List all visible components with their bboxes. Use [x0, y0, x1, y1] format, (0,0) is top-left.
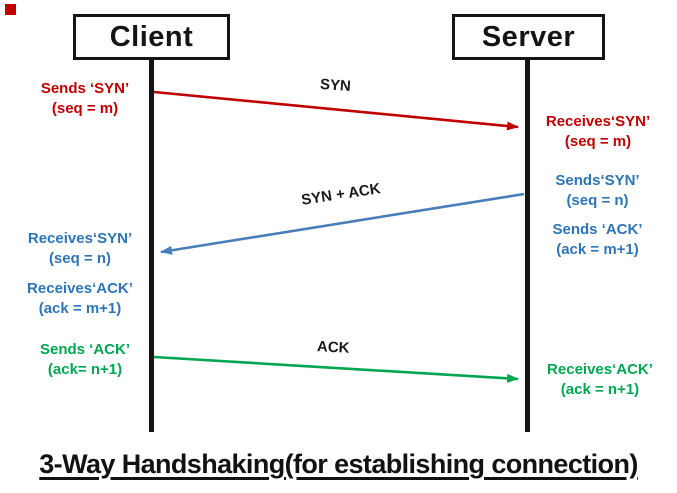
note-line: (seq = n) [566, 192, 629, 209]
syn-arrow [153, 90, 519, 131]
red-square-marker [5, 4, 16, 15]
note-line: Sends‘SYN’ [555, 172, 640, 189]
syn-ack-arrow [160, 192, 525, 255]
note-line: Sends ‘SYN’ [40, 80, 130, 97]
note-line: Sends ‘ACK’ [39, 341, 130, 358]
note-line: Receives‘ACK’ [27, 280, 133, 297]
note-line: Receives‘SYN’ [545, 113, 651, 130]
server-actor-box: Server [452, 14, 605, 60]
note-line: (seq = n) [48, 250, 112, 267]
note-line: (ack = m+1) [38, 300, 122, 317]
server-receives-ack-note: Receives‘ACK’ (ack = n+1) [535, 360, 665, 400]
note-line: (seq = m) [564, 133, 632, 150]
note-line: Receives‘SYN’ [27, 230, 133, 247]
server-sends-syn-note: Sends‘SYN’ (seq = n) [540, 171, 655, 211]
note-line: (ack = m+1) [556, 241, 639, 258]
ack-arrow-label: ACK [316, 338, 350, 357]
server-actor-label: Server [481, 20, 576, 53]
note-line: Receives‘ACK’ [547, 361, 653, 378]
client-receives-ack-note: Receives‘ACK’ (ack = m+1) [10, 279, 150, 319]
server-sends-ack-note: Sends ‘ACK’ (ack = m+1) [540, 220, 655, 260]
server-receives-syn-note: Receives‘SYN’ (seq = m) [538, 112, 658, 152]
client-sends-syn-note: Sends ‘SYN’ (seq = m) [25, 79, 145, 119]
note-line: Sends ‘ACK’ [552, 221, 643, 238]
client-receives-syn-note: Receives‘SYN’ (seq = n) [10, 229, 150, 269]
diagram-title: 3-Way Handshaking(for establishing conne… [39, 449, 638, 479]
client-actor-box: Client [73, 14, 230, 60]
note-line: (ack= n+1) [47, 361, 123, 378]
syn-arrow-label: SYN [319, 75, 352, 96]
note-line: (seq = m) [51, 100, 119, 117]
client-actor-label: Client [109, 20, 194, 53]
note-line: (ack = n+1) [560, 381, 640, 398]
client-sends-ack-note: Sends ‘ACK’ (ack= n+1) [20, 340, 150, 380]
ack-arrow [153, 355, 519, 383]
